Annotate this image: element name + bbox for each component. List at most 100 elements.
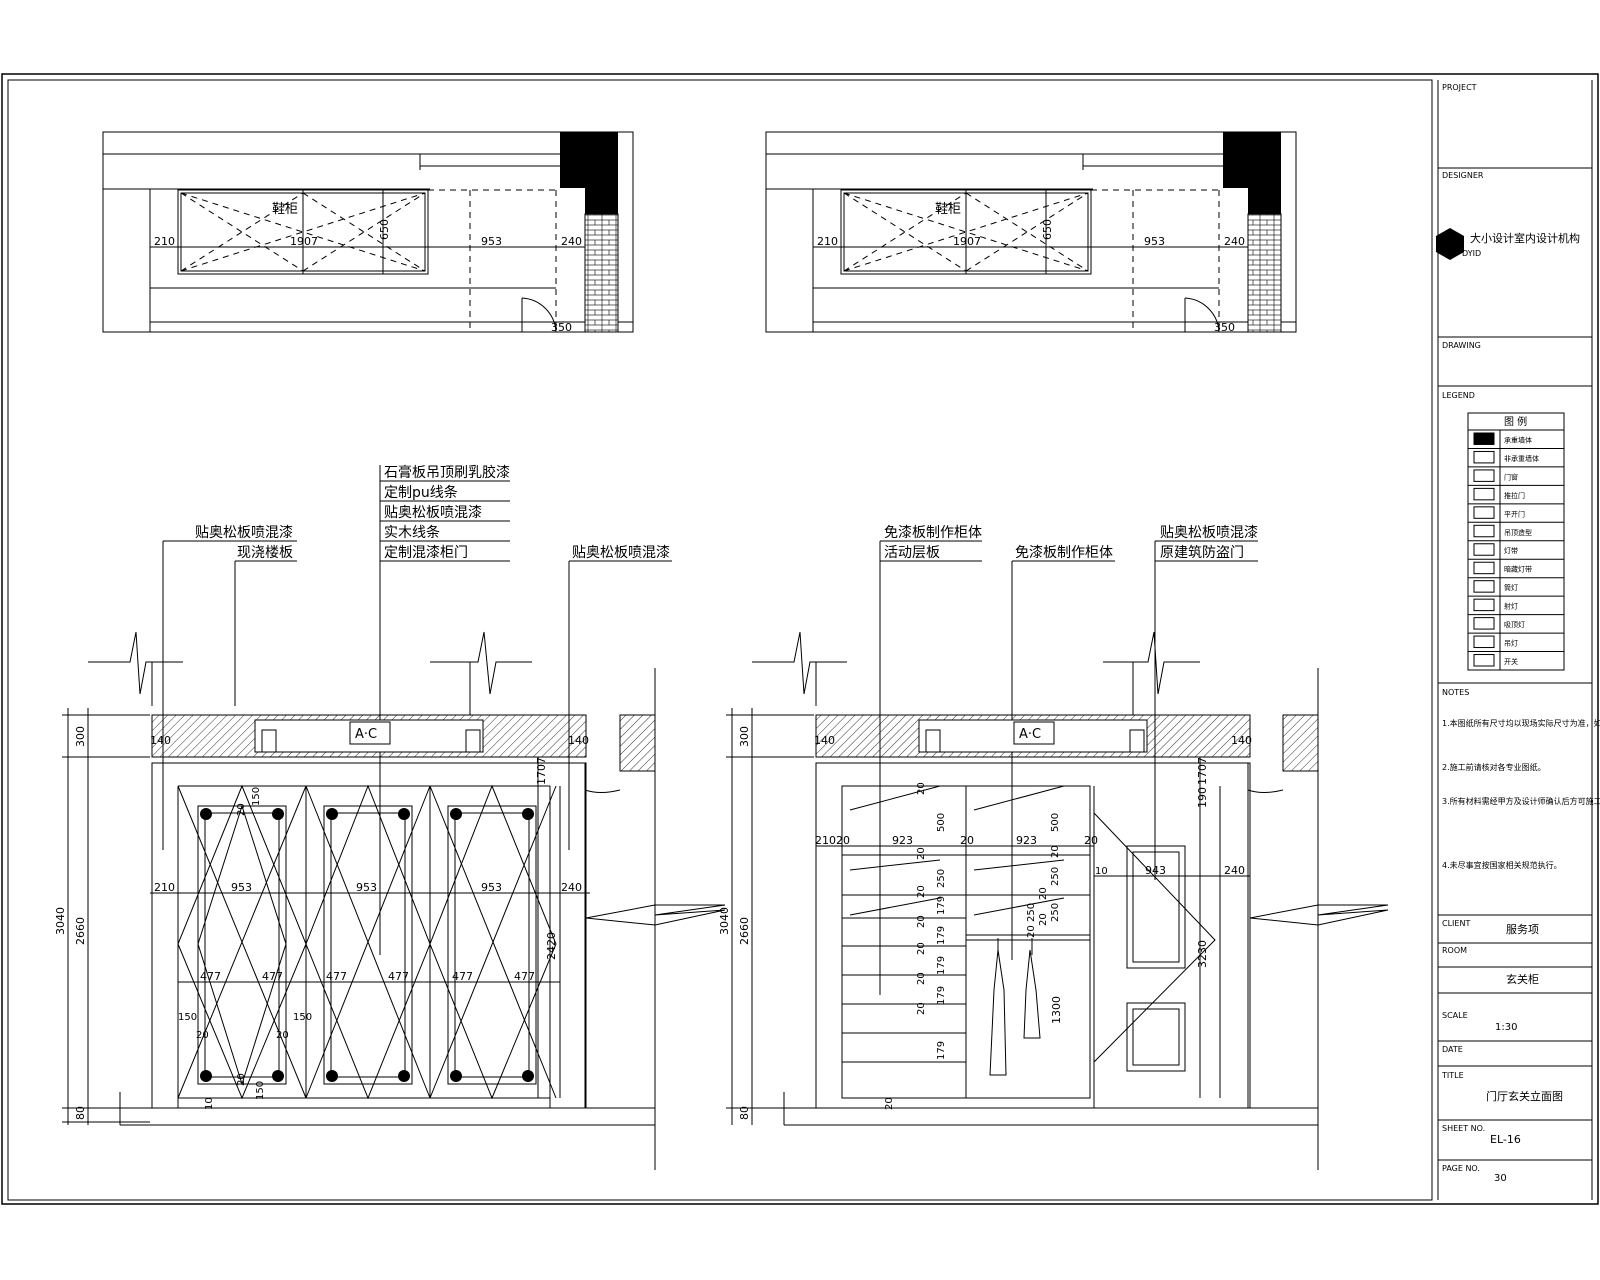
- svg-text:原建筑防盗门: 原建筑防盗门: [1160, 545, 1244, 561]
- legend-item-label: 非承重墙体: [1504, 454, 1539, 463]
- plan-left-dim-650: 650: [378, 219, 391, 240]
- svg-text:477: 477: [452, 970, 473, 983]
- svg-text:SCALE: SCALE: [1442, 1011, 1468, 1020]
- legend-table: 图 例 承重墙体非承重墙体门窗推拉门平开门吊顶造型灯带暗藏灯带筒灯射灯吸顶灯吊灯…: [1467, 412, 1565, 671]
- svg-text:477: 477: [200, 970, 221, 983]
- dim-w3-left: 953: [481, 881, 502, 894]
- dim-1707-left: 1707: [535, 757, 548, 785]
- shelves-middle-column: [966, 785, 1090, 1076]
- plan-left-cabinet-label: 鞋柜: [272, 201, 298, 217]
- shelves-left-column: [842, 785, 966, 1063]
- svg-text:定制混漆柜门: 定制混漆柜门: [384, 545, 468, 561]
- svg-text:10: 10: [1095, 866, 1108, 877]
- svg-text:20: 20: [960, 834, 974, 847]
- svg-text:1.本图纸所有尺寸均以现场实际尺寸为准，如有误差，请及时与设: 1.本图纸所有尺寸均以现场实际尺寸为准，如有误差，请及时与设计师联系。: [1442, 718, 1600, 728]
- legend-swatch: [1473, 654, 1495, 667]
- svg-text:20: 20: [1038, 913, 1049, 926]
- svg-text:1707: 1707: [1196, 757, 1209, 785]
- plan-right-dim-953: 953: [1144, 235, 1165, 248]
- svg-text:3230: 3230: [1196, 940, 1209, 968]
- company-abbr: DYID: [1462, 249, 1481, 258]
- plan-left-dim-350: 350: [551, 321, 572, 334]
- svg-text:20: 20: [196, 1030, 209, 1041]
- legend-swatch: [1473, 450, 1495, 464]
- dim-w1-left: 953: [231, 881, 252, 894]
- svg-text:DATE: DATE: [1442, 1045, 1463, 1054]
- svg-text:500: 500: [936, 813, 947, 832]
- door-panel-2: [305, 784, 431, 1100]
- plan-right-dim-1907: 1907: [953, 235, 981, 248]
- svg-text:10: 10: [204, 1097, 215, 1110]
- legend-swatch: [1473, 617, 1495, 630]
- svg-text:477: 477: [326, 970, 347, 983]
- svg-text:179: 179: [936, 1041, 947, 1060]
- svg-text:477: 477: [262, 970, 283, 983]
- legend-swatch: [1473, 524, 1495, 538]
- callout-group-right-right: 贴奥松板喷混漆 原建筑防盗门: [1154, 524, 1258, 880]
- legend-swatch: [1473, 598, 1495, 612]
- plan-left-dim-953: 953: [481, 235, 502, 248]
- svg-text:石膏板吊顶刷乳胶漆: 石膏板吊顶刷乳胶漆: [384, 464, 510, 481]
- svg-text:179: 179: [936, 896, 947, 915]
- dim-140a-left: 140: [150, 734, 171, 747]
- dim-3040-left: 3040: [54, 907, 67, 935]
- svg-text:21020: 21020: [815, 834, 850, 847]
- svg-text:玄关柜: 玄关柜: [1506, 972, 1539, 986]
- svg-text:943: 943: [1145, 864, 1166, 877]
- svg-text:DRAWING: DRAWING: [1442, 341, 1481, 350]
- dim-2660-left: 2660: [74, 917, 87, 945]
- svg-text:PAGE NO.: PAGE NO.: [1442, 1164, 1480, 1173]
- svg-text:2660: 2660: [738, 917, 751, 945]
- svg-text:TITLE: TITLE: [1441, 1071, 1464, 1080]
- plan-left-dim-210: 210: [154, 235, 175, 248]
- svg-text:150: 150: [251, 787, 262, 806]
- svg-text:PROJECT: PROJECT: [1442, 83, 1477, 92]
- svg-text:250: 250: [1050, 903, 1061, 922]
- legend-swatch: [1473, 469, 1495, 482]
- svg-text:门厅玄关立面图: 门厅玄关立面图: [1486, 1089, 1563, 1103]
- svg-text:20: 20: [236, 1073, 247, 1086]
- svg-text:250: 250: [1026, 903, 1037, 922]
- svg-text:20: 20: [1026, 925, 1037, 938]
- callout-group-left: 贴奥松板喷混漆 现浇楼板: [162, 524, 297, 850]
- svg-text:3040: 3040: [718, 907, 731, 935]
- svg-text:SHEET NO.: SHEET NO.: [1442, 1124, 1485, 1133]
- legend-item-label: 承重墙体: [1504, 435, 1532, 444]
- svg-text:179: 179: [936, 986, 947, 1005]
- svg-text:20: 20: [916, 1002, 927, 1015]
- legend-swatch: [1473, 580, 1495, 593]
- svg-text:140: 140: [1231, 734, 1252, 747]
- legend-item-label: 门窗: [1504, 472, 1518, 481]
- svg-text:20: 20: [916, 972, 927, 985]
- legend-swatch: [1473, 506, 1495, 519]
- svg-text:250: 250: [936, 869, 947, 888]
- company-name: 大小设计室内设计机构: [1470, 231, 1580, 245]
- legend-item-label: 吸顶灯: [1504, 620, 1525, 629]
- svg-text:20: 20: [916, 847, 927, 860]
- company-logo-icon: [1436, 228, 1464, 260]
- svg-text:3.所有材料需经甲方及设计师确认后方可施工，施工中如有变更，: 3.所有材料需经甲方及设计师确认后方可施工，施工中如有变更，须经设计师书面确认。: [1442, 796, 1600, 806]
- svg-text:20: 20: [916, 782, 927, 795]
- plan-right-dim-350: 350: [1214, 321, 1235, 334]
- svg-text:477: 477: [514, 970, 535, 983]
- svg-text:定制pu线条: 定制pu线条: [384, 484, 458, 501]
- svg-text:贴奥松板喷混漆: 贴奥松板喷混漆: [572, 544, 670, 561]
- svg-text:923: 923: [1016, 834, 1037, 847]
- svg-text:923: 923: [892, 834, 913, 847]
- legend-item-label: 吊顶造型: [1504, 528, 1532, 537]
- svg-text:贴奥松板喷混漆: 贴奥松板喷混漆: [1160, 524, 1258, 541]
- legend-item-label: 暗藏灯带: [1504, 565, 1532, 574]
- svg-text:贴奥松板喷混漆: 贴奥松板喷混漆: [384, 504, 482, 521]
- svg-text:1:30: 1:30: [1495, 1022, 1517, 1033]
- legend-swatch: [1473, 635, 1495, 649]
- legend-item-label: 推拉门: [1504, 491, 1525, 500]
- svg-text:免漆板制作柜体: 免漆板制作柜体: [1015, 545, 1113, 561]
- legend-item-label: 平开门: [1504, 509, 1525, 518]
- plan-right: 鞋柜 210 1907 650 953 240 350: [765, 131, 1297, 334]
- svg-text:实木线条: 实木线条: [384, 524, 440, 541]
- svg-text:477: 477: [388, 970, 409, 983]
- dim-140b-left: 140: [568, 734, 589, 747]
- svg-text:2.施工前请核对各专业图纸。: 2.施工前请核对各专业图纸。: [1442, 762, 1546, 772]
- svg-text:179: 179: [936, 926, 947, 945]
- svg-text:图 例: 图 例: [1504, 415, 1527, 428]
